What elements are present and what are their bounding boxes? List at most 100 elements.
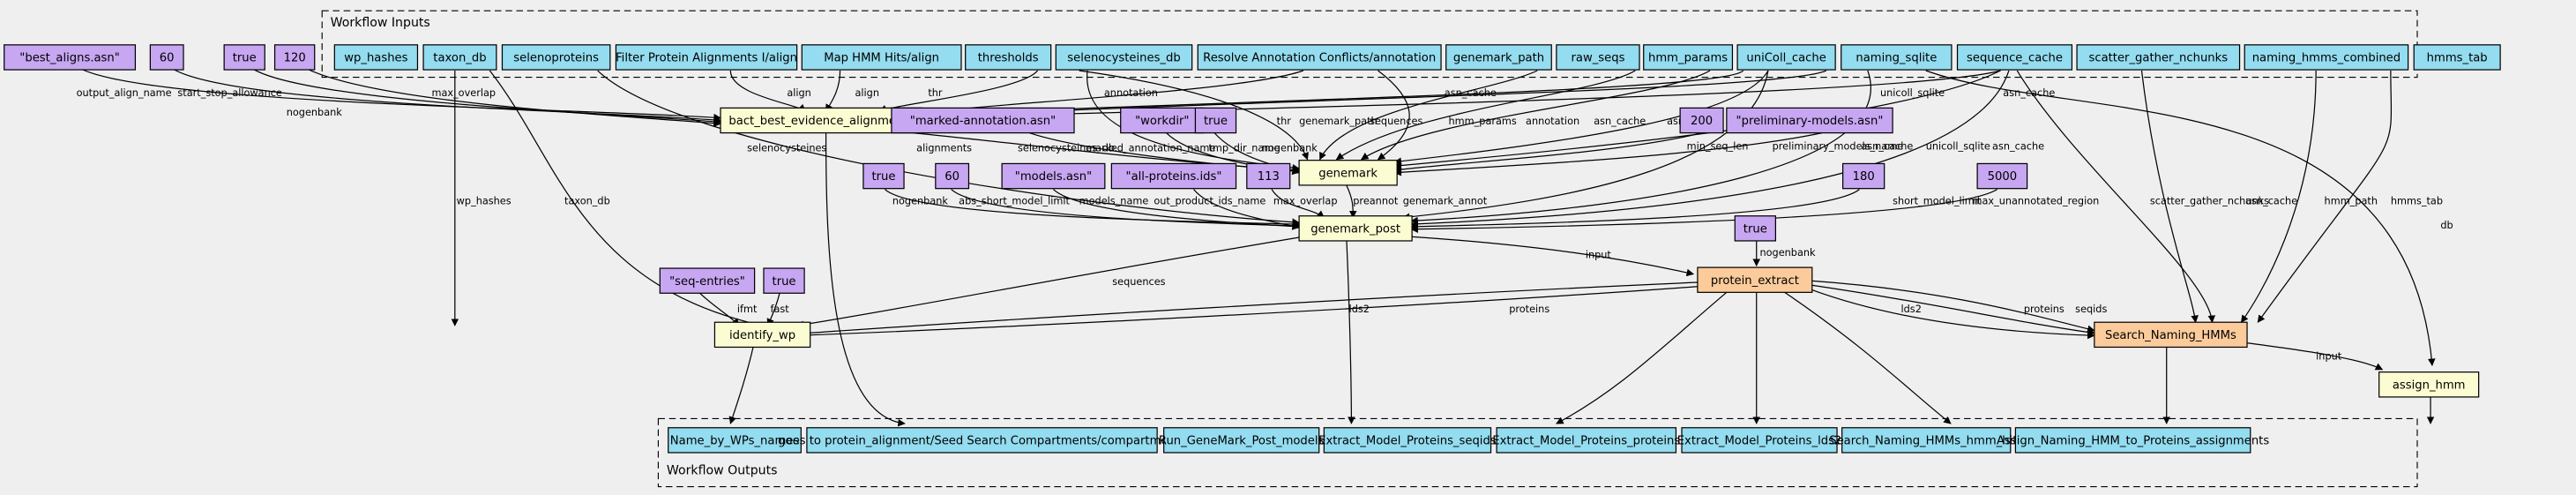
edge-annotation-b	[1377, 70, 1410, 161]
node-box	[1110, 162, 1237, 190]
workflow-outputs-title: Workflow Outputs	[667, 463, 778, 477]
node-o5[interactable]: Extract_Model_Proteins_proteins	[1492, 427, 1680, 454]
edge-max-overlap-b	[1271, 189, 1325, 219]
node-assign-hmm[interactable]: assign_hmm	[2378, 371, 2480, 398]
node-box	[615, 44, 798, 71]
node-box	[1841, 427, 2012, 454]
node-l-best-aligns[interactable]: "best_aligns.asn"	[4, 44, 137, 71]
node-raw-seqs[interactable]: raw_seqs	[1556, 44, 1640, 71]
node-l-180[interactable]: 180	[1842, 162, 1885, 190]
node-l-true-e[interactable]: true	[763, 267, 805, 294]
node-hmms-tab[interactable]: hmms_tab	[2413, 44, 2501, 71]
node-protein-extract[interactable]: protein_extract	[1697, 266, 1813, 293]
node-l-prelim[interactable]: "preliminary-models.asn"	[1726, 107, 1893, 134]
node-l-5000[interactable]: 5000	[1976, 162, 2028, 190]
node-label: assign_hmm	[2393, 379, 2466, 393]
node-nhc[interactable]: naming_hmms_combined	[2244, 44, 2409, 71]
edge-label-preannot: preannot	[1353, 196, 1399, 207]
node-genemark-post[interactable]: genemark_post	[1298, 215, 1413, 242]
node-l-113[interactable]: 113	[1246, 162, 1291, 190]
node-box	[659, 267, 756, 294]
edge-label-models-name: models_name	[1079, 196, 1149, 207]
node-box	[1194, 107, 1237, 134]
node-l-200[interactable]: 200	[1679, 107, 1724, 134]
node-l-seqentries[interactable]: "seq-entries"	[659, 267, 756, 294]
node-search-naming[interactable]: Search_Naming_HMMs	[2094, 321, 2248, 349]
node-genemark-path[interactable]: genemark_path	[1445, 44, 1552, 71]
node-o7[interactable]: Search_Naming_HMMs_hmm_hits	[1829, 427, 2023, 454]
node-label: Search_Naming_HMMs_hmm_hits	[1829, 435, 2023, 448]
node-label: scatter_gather_nchunks	[2089, 52, 2229, 65]
node-label: 60	[945, 170, 959, 184]
edge-label-proteins-b: proteins	[2024, 304, 2065, 315]
node-label: protein_extract	[1711, 274, 1799, 288]
node-label: true	[233, 52, 257, 65]
node-thresholds[interactable]: thresholds	[965, 44, 1052, 71]
node-hmm-params[interactable]: hmm_params	[1643, 44, 1734, 71]
edge-genemark-path	[1319, 70, 1538, 161]
node-wp-hashes[interactable]: wp_hashes	[333, 44, 419, 71]
node-o1[interactable]: Name_by_WPs_names	[668, 427, 802, 454]
node-sequence-cache[interactable]: sequence_cache	[1956, 44, 2073, 71]
node-l-workdir[interactable]: "workdir"	[1120, 107, 1205, 134]
node-rac[interactable]: Resolve Annotation Conflicts/annotation	[1197, 44, 1442, 71]
node-l-120[interactable]: 120	[273, 44, 316, 71]
node-label: Search_Naming_HMMs	[2105, 329, 2236, 342]
node-box	[1736, 44, 1836, 71]
node-label: goes to protein_alignment/Seed Search Co…	[778, 435, 1186, 448]
node-box	[2094, 321, 2248, 349]
node-identify-wp[interactable]: identify_wp	[713, 321, 811, 349]
node-label: 120	[284, 52, 306, 65]
node-l-marked[interactable]: "marked-annotation.asn"	[891, 107, 1075, 134]
node-genemark[interactable]: genemark	[1298, 160, 1398, 186]
edge-label-sequences-a: sequences	[1370, 116, 1422, 127]
node-o6[interactable]: Extract_Model_Proteins_lds2	[1677, 427, 1842, 454]
edge-taxon-db	[489, 70, 798, 335]
node-label: selenoproteins	[513, 52, 599, 65]
edge-sequences-a	[1335, 70, 1636, 161]
node-mhmm[interactable]: Map HMM Hits/align	[801, 44, 962, 71]
node-o3[interactable]: Run_GeneMark_Post_models	[1159, 427, 1325, 454]
edge-start-stop-allowance	[163, 57, 721, 124]
node-l-true-c[interactable]: true	[862, 162, 905, 190]
node-o4[interactable]: Extract_Model_Proteins_seqids	[1318, 427, 1497, 454]
node-o2[interactable]: goes to protein_alignment/Seed Search Co…	[778, 427, 1186, 454]
edge-label-align-2: align	[855, 87, 880, 99]
edge-label-nogenbank-a: nogenbank	[287, 107, 343, 118]
node-bact[interactable]: bact_best_evidence_alignments	[720, 107, 923, 134]
node-box	[1120, 107, 1205, 134]
node-selenocysteines-db[interactable]: selenocysteines_db	[1055, 44, 1193, 71]
node-box	[763, 267, 805, 294]
node-l-60b[interactable]: 60	[935, 162, 970, 190]
node-l-true-a[interactable]: true	[223, 44, 265, 71]
node-label: Name_by_WPs_names	[670, 435, 800, 448]
edge-label-max-overlap-b: max_overlap	[1273, 196, 1338, 207]
node-box	[422, 44, 497, 71]
node-unicoll-cache[interactable]: uniColl_cache	[1736, 44, 1836, 71]
node-label: true	[1204, 115, 1228, 128]
edge-output-align-name	[70, 57, 721, 122]
node-box	[333, 44, 419, 71]
node-l-models[interactable]: "models.asn"	[1001, 162, 1106, 190]
node-l-allprot[interactable]: "all-proteins.ids"	[1110, 162, 1237, 190]
node-l-true-d[interactable]: true	[1734, 215, 1776, 242]
node-box	[1055, 44, 1193, 71]
edge-input-b	[2241, 341, 2384, 371]
node-naming-sqlite[interactable]: naming_sqlite	[1841, 44, 1953, 71]
node-l-60a[interactable]: 60	[149, 44, 184, 71]
node-o8[interactable]: Assign_Naming_HMM_to_Proteins_assignment…	[1997, 427, 2269, 454]
node-selenoproteins[interactable]: selenoproteins	[501, 44, 611, 71]
node-sgn[interactable]: scatter_gather_nchunks	[2076, 44, 2241, 71]
node-fpa[interactable]: Filter Protein Alignments I/align	[615, 44, 798, 71]
node-l-true-b[interactable]: true	[1194, 107, 1237, 134]
node-box	[801, 44, 962, 71]
node-box	[2413, 44, 2501, 71]
edge-max-overlap-a	[290, 57, 721, 127]
node-box	[1734, 215, 1776, 242]
node-taxon-db[interactable]: taxon_db	[422, 44, 497, 71]
edge-label-proteins-a: proteins	[1509, 304, 1549, 315]
node-box	[2014, 427, 2251, 454]
node-label: Resolve Annotation Conflicts/annotation	[1203, 52, 1436, 65]
node-label: genemark_path	[1453, 52, 1544, 65]
